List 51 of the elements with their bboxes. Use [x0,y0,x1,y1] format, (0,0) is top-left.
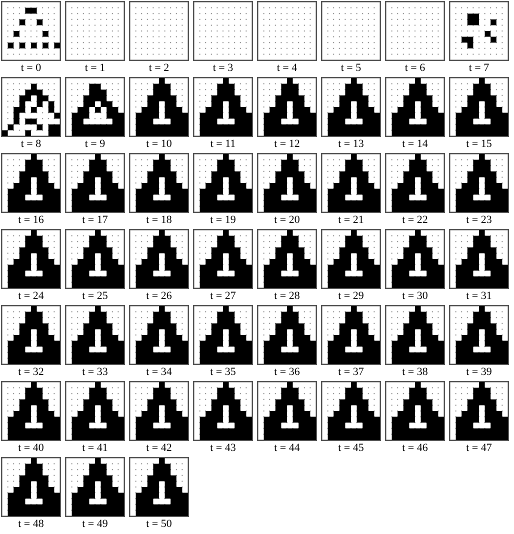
time-label: t = 24 [18,290,44,302]
time-label: t = 6 [404,62,426,74]
time-label: t = 17 [82,214,108,226]
time-label: t = 32 [18,366,44,378]
time-label: t = 21 [338,214,364,226]
time-label: t = 30 [402,290,428,302]
time-label: t = 33 [82,366,108,378]
time-label: t = 25 [82,290,108,302]
time-label: t = 48 [18,518,44,530]
time-label: t = 20 [274,214,300,226]
time-label: t = 12 [274,138,300,150]
time-label: t = 44 [274,442,300,454]
time-label: t = 11 [210,138,236,150]
time-label: t = 42 [146,442,172,454]
time-label: t = 36 [274,366,300,378]
time-label: t = 27 [210,290,236,302]
time-label: t = 9 [84,138,106,150]
time-label: t = 19 [210,214,236,226]
time-label: t = 7 [468,62,490,74]
time-label: t = 1 [84,62,106,74]
time-label: t = 5 [340,62,362,74]
time-label: t = 40 [18,442,44,454]
time-label: t = 43 [210,442,236,454]
time-label: t = 46 [402,442,428,454]
time-label: t = 23 [466,214,492,226]
time-label: t = 10 [146,138,172,150]
time-label: t = 35 [210,366,236,378]
time-label: t = 49 [82,518,108,530]
time-label: t = 3 [212,62,234,74]
time-label: t = 50 [146,518,172,530]
time-label: t = 37 [338,366,364,378]
time-label: t = 14 [402,138,428,150]
time-label: t = 39 [466,366,492,378]
time-label: t = 0 [20,62,42,74]
time-label: t = 18 [146,214,172,226]
time-label: t = 41 [82,442,108,454]
time-label: t = 22 [402,214,428,226]
time-label: t = 16 [18,214,44,226]
time-label: t = 13 [338,138,364,150]
time-label: t = 45 [338,442,364,454]
time-label: t = 2 [148,62,170,74]
time-label: t = 29 [338,290,364,302]
time-label: t = 38 [402,366,428,378]
time-label: t = 47 [466,442,492,454]
time-label: t = 26 [146,290,172,302]
time-label: t = 34 [146,366,172,378]
time-label: t = 28 [274,290,300,302]
time-label: t = 31 [466,290,492,302]
time-label: t = 4 [276,62,298,74]
time-label: t = 15 [466,138,492,150]
time-label: t = 8 [20,138,42,150]
